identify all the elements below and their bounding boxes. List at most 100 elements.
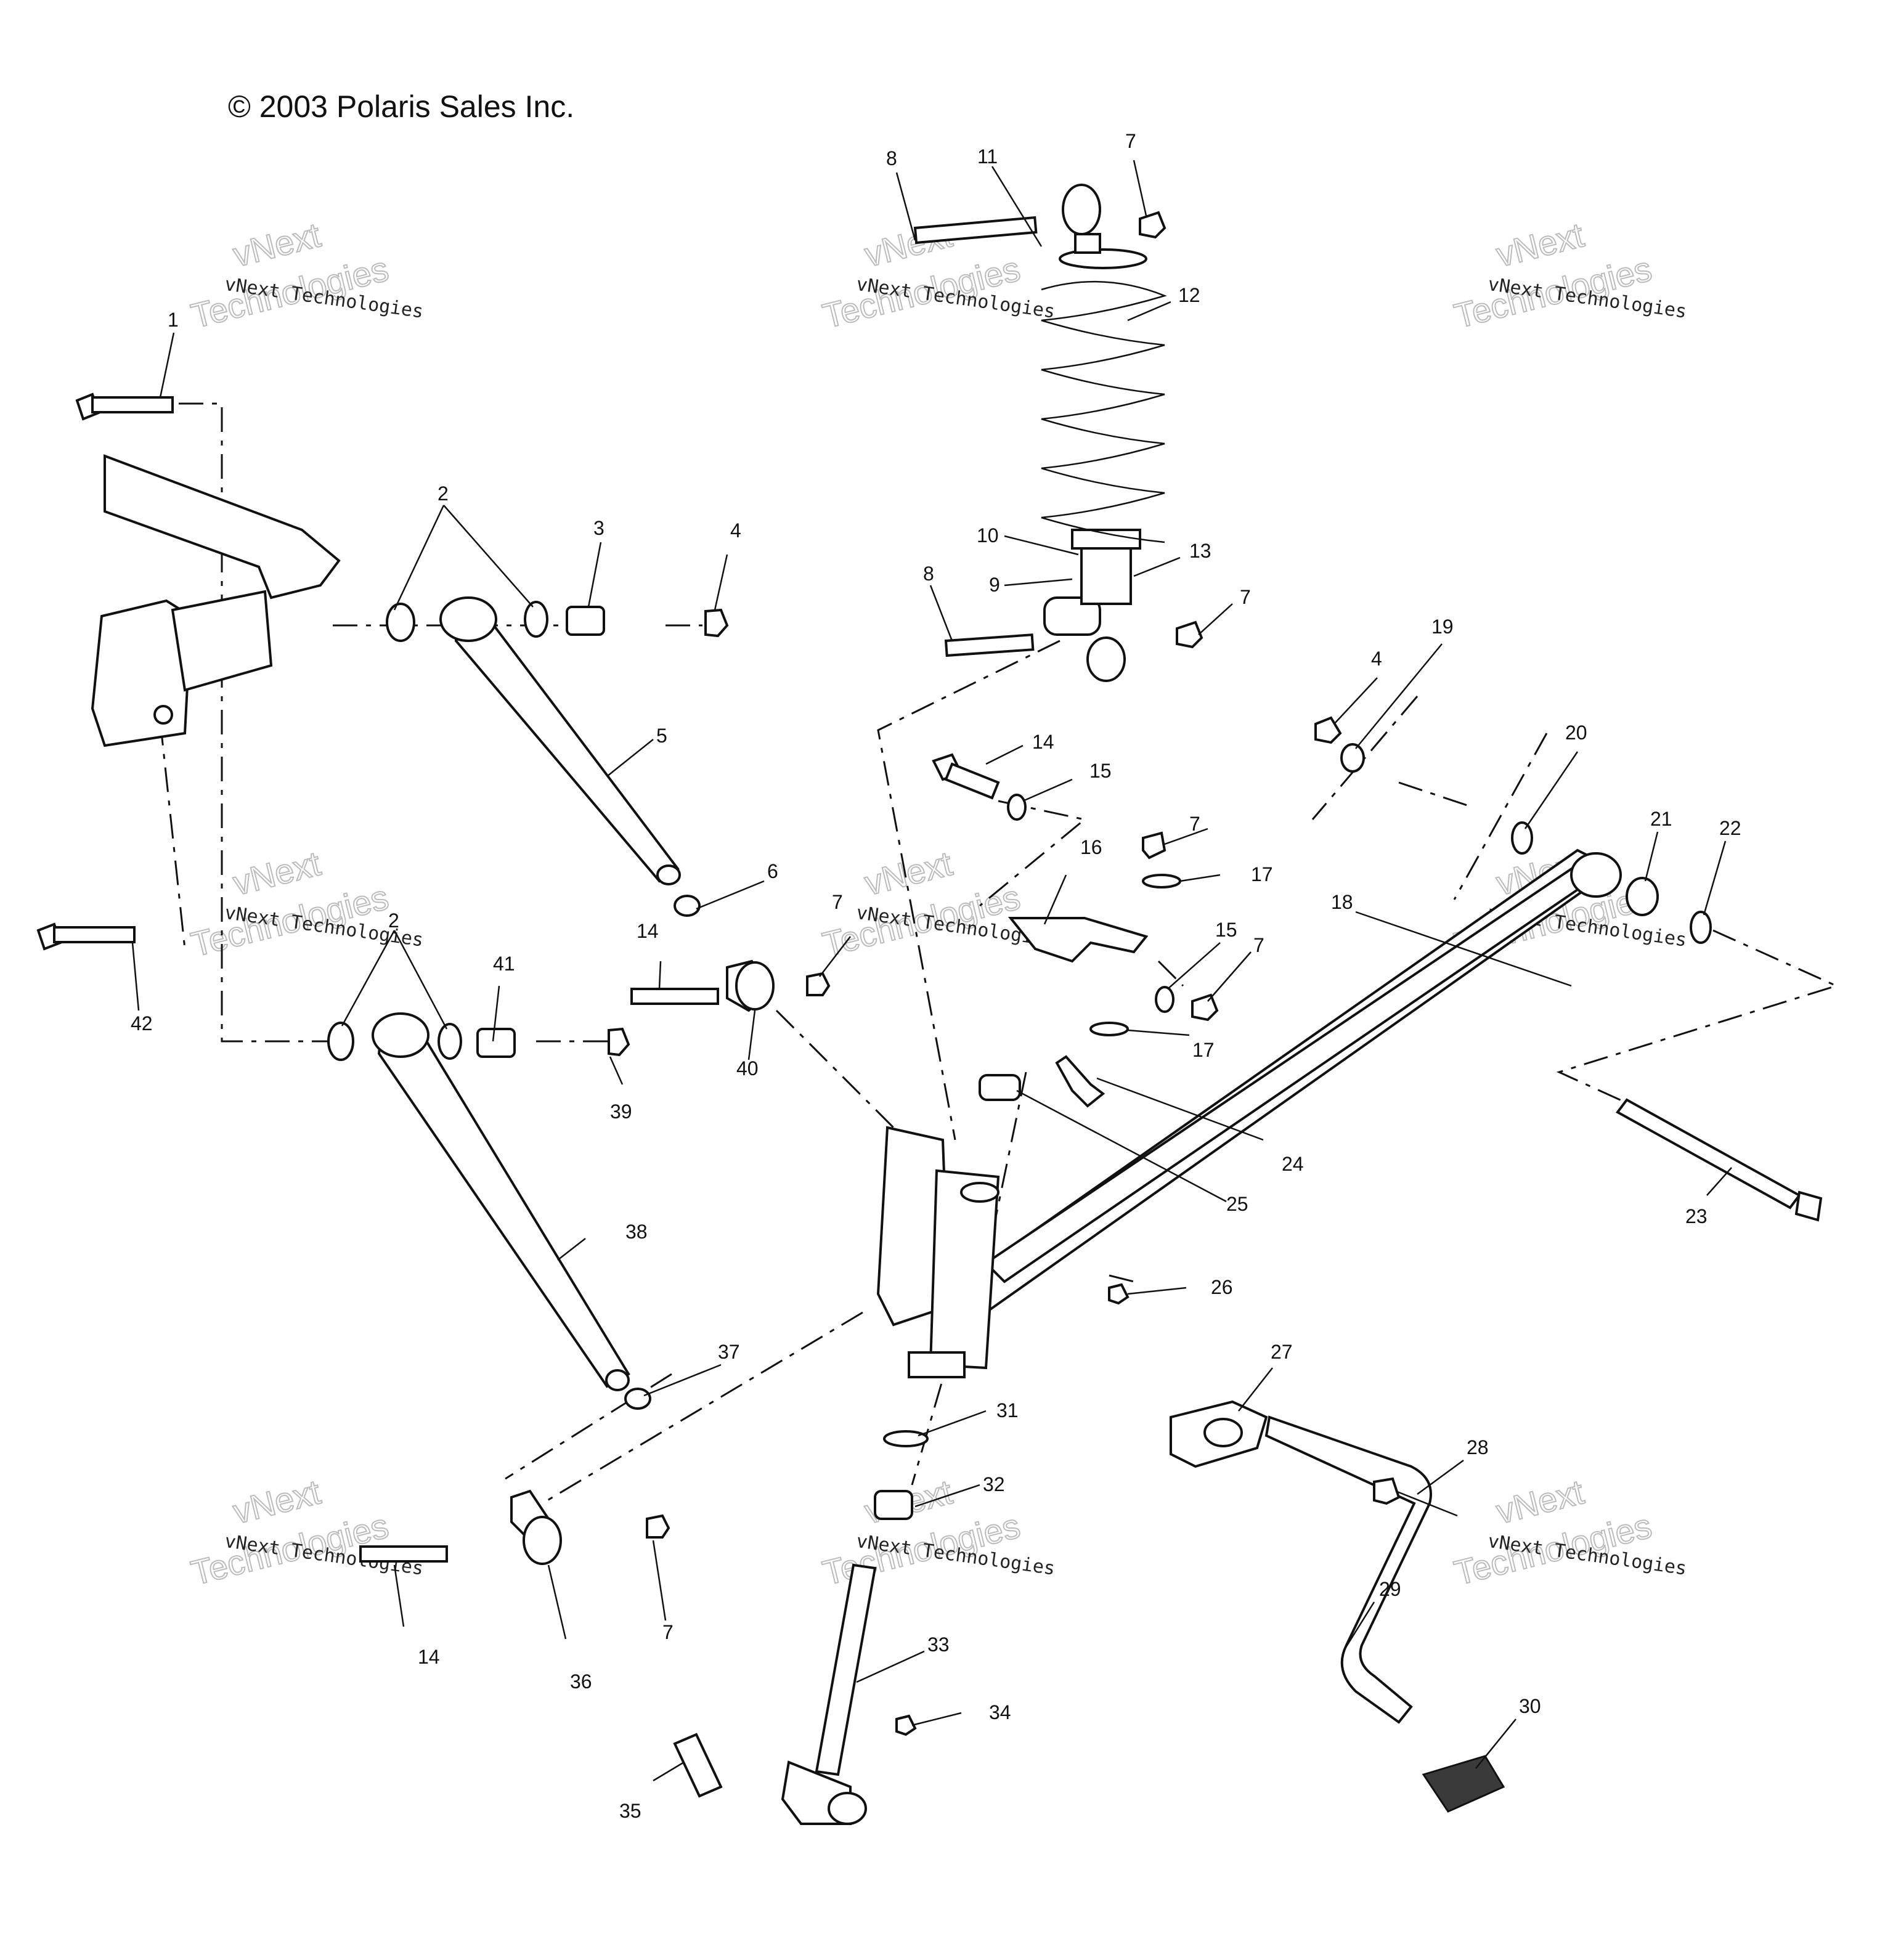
trailing-arm <box>959 848 1622 1314</box>
spindle-housing <box>876 1126 1000 1378</box>
callout-38: 38 <box>625 1221 648 1243</box>
callout-14: 14 <box>637 920 659 942</box>
washer-15 <box>1007 794 1027 821</box>
nut-7 <box>646 1514 670 1539</box>
watermark: vNext Technologies vNext Technologies <box>1450 214 1688 336</box>
callout-8: 8 <box>923 563 934 585</box>
bolt-24 <box>1055 1055 1105 1108</box>
bolt-14-lower <box>359 1545 448 1563</box>
callout-labels: 1 2 3 4 5 6 7 14 40 39 41 2 42 38 37 7 3… <box>131 130 1741 1822</box>
callout-37: 37 <box>718 1341 740 1363</box>
washer-20 <box>1511 821 1533 855</box>
fitting-26 <box>1108 1283 1130 1305</box>
watermark-text: vNext <box>861 844 956 903</box>
callout-39: 39 <box>610 1100 632 1123</box>
callout-15: 15 <box>1089 760 1112 782</box>
pin-28-shaft <box>1395 1490 1458 1517</box>
watermark-text: vNext <box>229 1472 325 1531</box>
callout-22: 22 <box>1719 817 1741 839</box>
lower-control-arm <box>372 1012 630 1391</box>
leader-lines <box>131 160 1732 1782</box>
callout-28: 28 <box>1467 1436 1489 1458</box>
spindle-33 <box>781 1563 877 1825</box>
callout-10: 10 <box>977 524 999 547</box>
ball-joint-upper <box>726 959 775 1012</box>
watermark-text: vNext <box>229 215 325 274</box>
watermark-text: vNext <box>1492 215 1588 274</box>
watermark: vNext Technologies vNext Technologies <box>187 1471 425 1593</box>
bushing-25 <box>979 1074 1021 1101</box>
nut-7 <box>1176 620 1203 649</box>
bolt-14-upper <box>630 988 719 1005</box>
pivot-bracket-hole <box>1203 1418 1243 1447</box>
callout-26: 26 <box>1211 1276 1233 1298</box>
upper-control-arm <box>439 596 681 885</box>
callout-18: 18 <box>1331 891 1353 913</box>
bolt-23 <box>1616 1098 1823 1222</box>
bushing-32 <box>874 1490 913 1520</box>
callout-11: 11 <box>977 145 998 168</box>
callout-31: 31 <box>996 1399 1019 1421</box>
callout-6: 6 <box>767 860 778 882</box>
callout-17: 17 <box>1192 1039 1215 1061</box>
watermark: vNext Technologies vNext Technologies <box>187 214 425 336</box>
callout-8: 8 <box>886 147 897 169</box>
watermark: vNext Technologies vNext Technologies <box>1450 1471 1688 1593</box>
nut-7 <box>1191 993 1219 1022</box>
callout-24: 24 <box>1282 1153 1304 1175</box>
assembly-lines <box>159 402 1839 1505</box>
callout-7: 7 <box>1125 130 1136 152</box>
frame-bracket <box>91 454 341 747</box>
callout-25: 25 <box>1226 1193 1248 1215</box>
callout-3: 3 <box>593 517 605 539</box>
watermark: vNext Technologies vNext Technologies <box>187 843 425 964</box>
callout-7: 7 <box>1253 934 1264 956</box>
callout-32: 32 <box>983 1473 1005 1495</box>
callout-19: 19 <box>1431 616 1454 638</box>
seal-31 <box>883 1430 929 1447</box>
callout-1: 1 <box>168 309 179 331</box>
callout-17: 17 <box>1251 863 1273 885</box>
nut-7 <box>1139 211 1166 239</box>
bushing-21 <box>1626 877 1659 916</box>
shift-tube-29 <box>1264 1415 1432 1724</box>
fitting-34 <box>895 1714 917 1736</box>
nut-7 <box>1142 831 1166 860</box>
callout-13: 13 <box>1189 540 1211 562</box>
callout-4: 4 <box>730 519 741 542</box>
bolt-42 <box>36 922 136 951</box>
nut-7 <box>806 972 831 996</box>
callout-7: 7 <box>1189 813 1200 835</box>
callout-33: 33 <box>927 1633 950 1656</box>
steering-bracket-16 <box>1008 917 1149 963</box>
callout-42: 42 <box>131 1012 153 1035</box>
washer-15 <box>1155 986 1174 1013</box>
sleeve-35 <box>673 1733 723 1798</box>
callout-12: 12 <box>1178 284 1200 306</box>
callout-30: 30 <box>1519 1695 1541 1717</box>
watermark-group: vNext Technologies vNext Technologies vN… <box>187 214 1688 1593</box>
callout-4: 4 <box>1371 648 1382 670</box>
callout-29: 29 <box>1379 1578 1401 1600</box>
callout-2: 2 <box>438 482 449 505</box>
pin-28 <box>1373 1477 1401 1505</box>
callout-20: 20 <box>1565 722 1587 744</box>
washer-17 <box>1089 1022 1129 1036</box>
pad-30 <box>1422 1755 1505 1813</box>
callout-40: 40 <box>736 1057 759 1080</box>
callout-9: 9 <box>989 574 1000 596</box>
bolt-14-top <box>932 753 1000 800</box>
callout-5: 5 <box>656 725 667 747</box>
watermark-text: vNext <box>861 215 956 274</box>
callout-41: 41 <box>493 953 515 975</box>
callout-14: 14 <box>418 1646 440 1668</box>
bolt-1 <box>75 392 174 421</box>
callout-21: 21 <box>1650 808 1672 830</box>
washer-19 <box>1340 743 1365 773</box>
callout-7: 7 <box>1240 586 1251 608</box>
callout-14: 14 <box>1032 731 1054 753</box>
washer-17 <box>1142 874 1181 889</box>
callout-35: 35 <box>619 1800 641 1822</box>
callout-7: 7 <box>832 891 843 913</box>
shock-absorber <box>913 184 1167 682</box>
